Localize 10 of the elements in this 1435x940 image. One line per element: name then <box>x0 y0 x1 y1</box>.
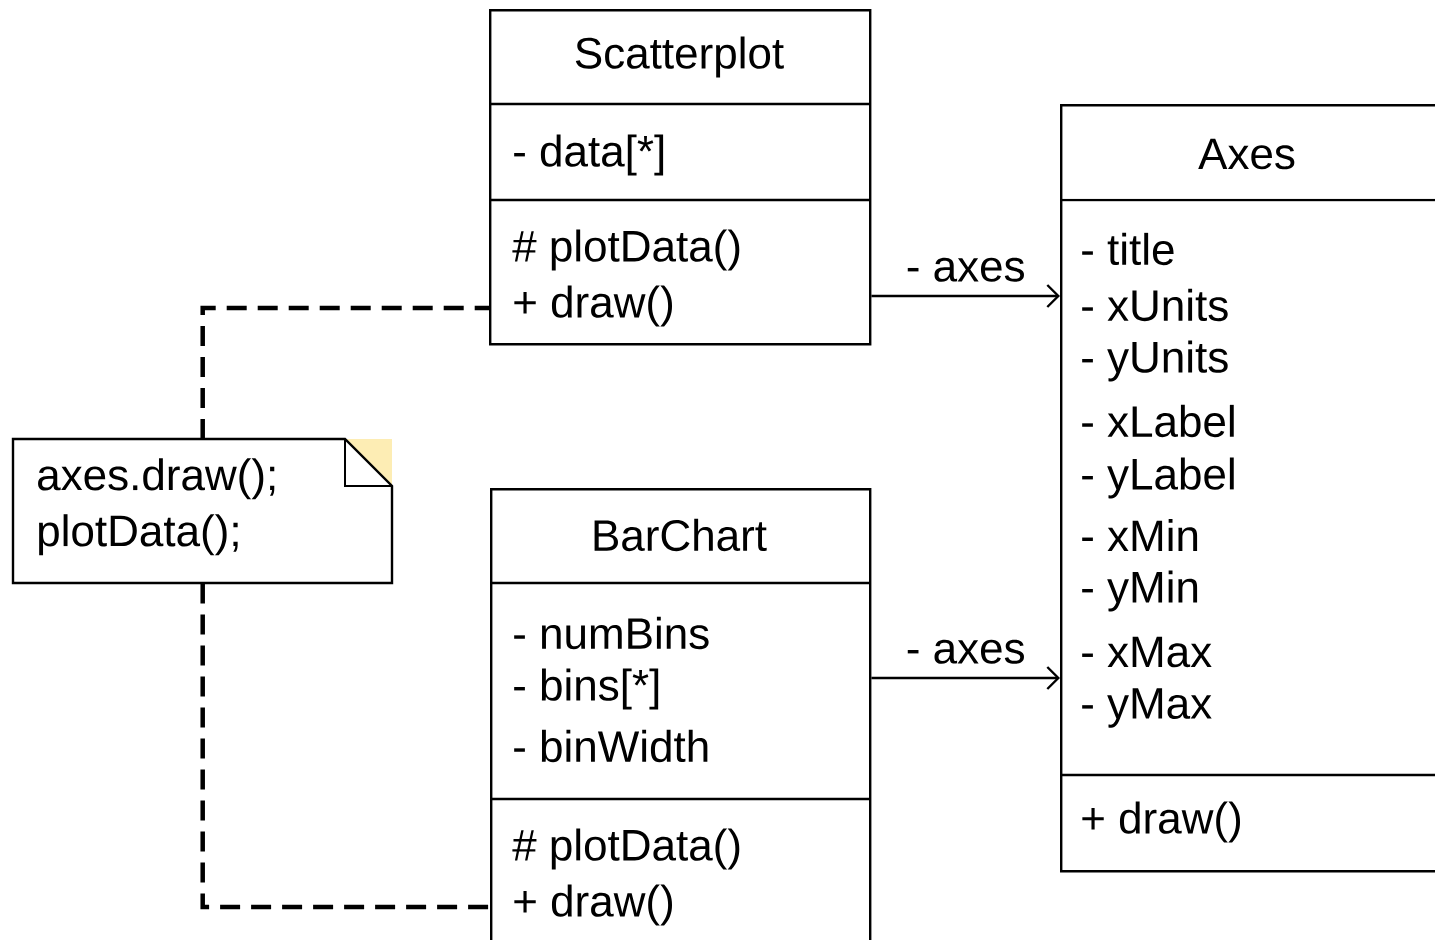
edge-label: - axes <box>903 637 1028 666</box>
note-connector <box>200 305 489 439</box>
association-arrow <box>871 666 1060 690</box>
note-box: axes.draw(); plotData(); <box>11 437 394 585</box>
edge-label: - axes <box>903 255 1028 284</box>
class-box: BarChart - numBins - bins[*] - binWidth # plotData() + draw() <box>490 488 872 940</box>
association-arrow <box>871 284 1060 308</box>
class-box: Scatterplot - data[*] # plotData() + draw() <box>489 9 872 346</box>
note-connector <box>200 583 490 910</box>
class-box: Axes - title - xUnits - yUnits - xLabel - yLabel - xMin - yMin - xMax - yMax + draw() <box>1060 104 1435 873</box>
